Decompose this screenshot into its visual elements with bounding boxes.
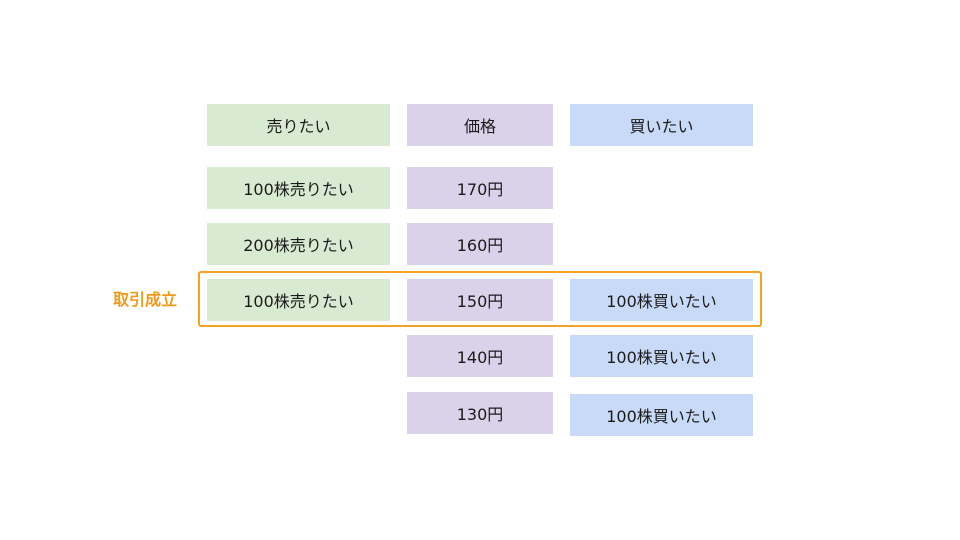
price-160: 160円	[407, 223, 553, 265]
sell-order-150: 100株売りたい	[207, 279, 390, 321]
price-170: 170円	[407, 167, 553, 209]
header-sell: 売りたい	[207, 104, 390, 146]
header-price: 価格	[407, 104, 553, 146]
price-150: 150円	[407, 279, 553, 321]
header-buy: 買いたい	[570, 104, 753, 146]
sell-order-170: 100株売りたい	[207, 167, 390, 209]
price-140: 140円	[407, 335, 553, 377]
price-130: 130円	[407, 392, 553, 434]
match-label: 取引成立	[113, 290, 178, 309]
match-highlight-frame	[198, 271, 762, 327]
buy-order-150: 100株買いたい	[570, 279, 753, 321]
buy-order-130: 100株買いたい	[570, 394, 753, 436]
sell-order-160: 200株売りたい	[207, 223, 390, 265]
buy-order-140: 100株買いたい	[570, 335, 753, 377]
